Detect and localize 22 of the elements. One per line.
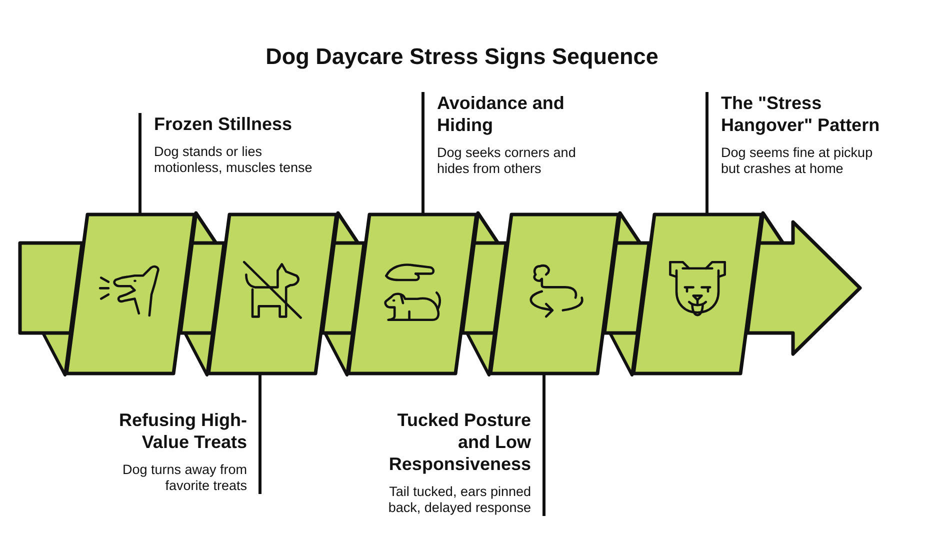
block-arrow: [746, 211, 862, 356]
title: Dog Daycare Stress Signs Sequence: [266, 43, 658, 70]
step-description: Tail tucked, ears pinned back, delayed response: [387, 484, 531, 516]
step-panel: [207, 213, 338, 375]
ribbon-band: [18, 241, 84, 335]
leader-line: [706, 92, 708, 214]
leader-line: [138, 113, 142, 214]
leader-line: [422, 92, 424, 214]
step-panel: [347, 213, 478, 375]
step-description: Dog turns away from favorite treats: [121, 462, 247, 494]
step-heading: Tucked Posture and Low Responsiveness: [388, 409, 531, 475]
leader-line: [258, 374, 262, 494]
step-heading: Refusing High-Value Treats: [118, 409, 247, 453]
step-heading: The "Stress Hangover" Pattern: [721, 92, 881, 136]
step-description: Dog stands or lies motionless, muscles tense: [154, 144, 314, 176]
step-heading: Avoidance and Hiding: [437, 92, 566, 136]
step-panel: [489, 213, 620, 375]
step-description: Dog seems fine at pickup but crashes at home: [721, 145, 874, 177]
leader-line: [542, 374, 546, 516]
step-panel: [632, 213, 763, 375]
step-description: Dog seeks corners and hides from others: [437, 145, 577, 177]
step-heading: Frozen Stillness: [154, 113, 292, 135]
